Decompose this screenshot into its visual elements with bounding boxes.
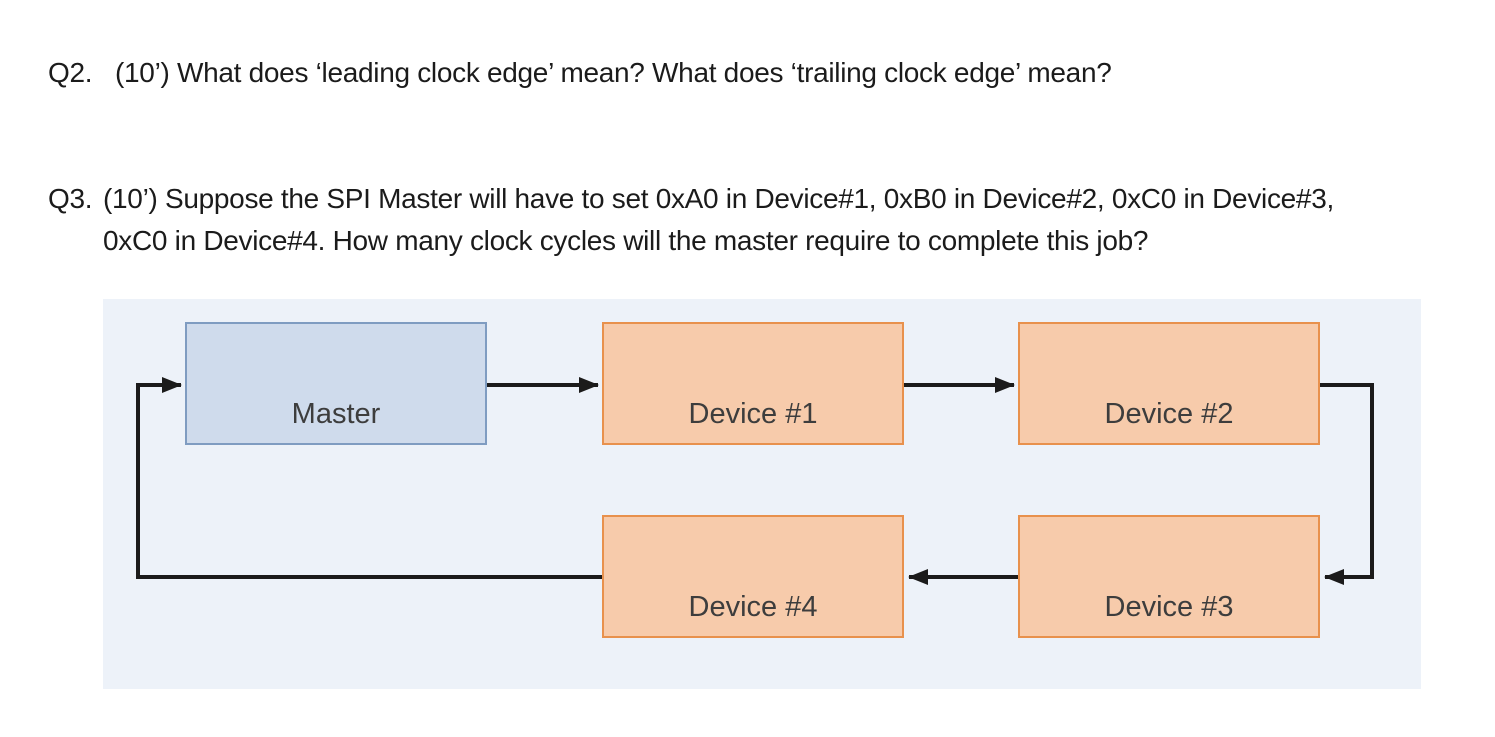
- question-q2: Q2. (10’) What does ‘leading clock edge’…: [48, 52, 1112, 94]
- node-device-4: Device #4: [602, 515, 904, 638]
- question-q2-text: (10’) What does ‘leading clock edge’ mea…: [115, 57, 1112, 88]
- connector-device2-to-device3: [1320, 383, 1374, 585]
- spi-daisy-chain-diagram: Master Device #1 Device #2 Device #3 Dev…: [103, 299, 1421, 689]
- node-device-1: Device #1: [602, 322, 904, 445]
- node-device-2-label: Device #2: [1104, 398, 1234, 430]
- question-q3-text: (10’) Suppose the SPI Master will have t…: [103, 183, 1334, 256]
- question-q3-label: Q3.: [48, 183, 93, 214]
- node-device-2: Device #2: [1018, 322, 1320, 445]
- node-device-4-label: Device #4: [688, 591, 818, 623]
- node-device-1-label: Device #1: [688, 398, 818, 430]
- node-master: Master: [185, 322, 487, 445]
- question-q3: Q3. (10’) Suppose the SPI Master will ha…: [48, 178, 1334, 262]
- node-master-label: Master: [291, 398, 381, 430]
- node-device-3-label: Device #3: [1104, 591, 1234, 623]
- question-q2-label: Q2.: [48, 57, 93, 88]
- node-device-3: Device #3: [1018, 515, 1320, 638]
